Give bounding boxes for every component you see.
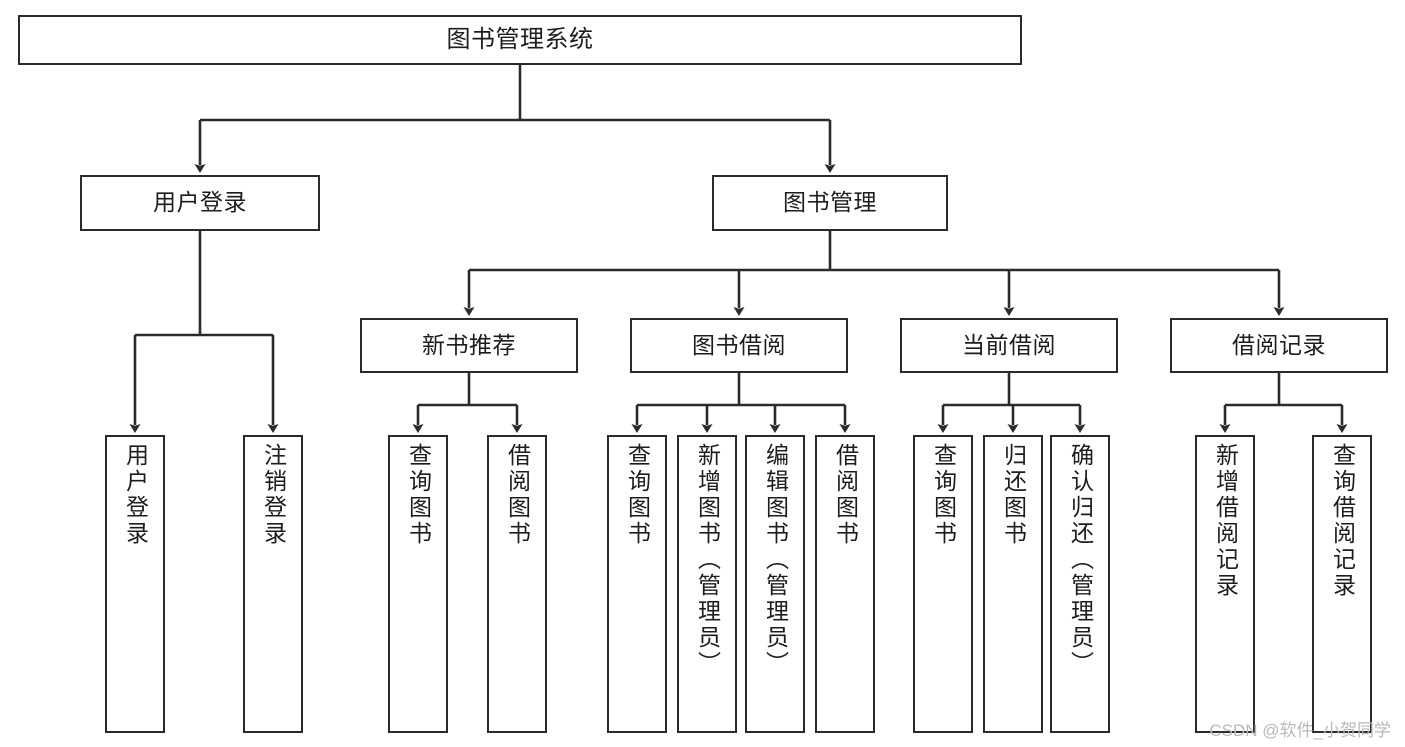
node-user-login[interactable]: 用户登录 [80, 175, 320, 231]
node-label: 编辑图书（管理员） [762, 443, 789, 677]
node-leaf-confirm-return[interactable]: 确认归还（管理员） [1050, 435, 1110, 733]
node-label: 确认归还（管理员） [1067, 443, 1094, 677]
node-label: 新书推荐 [422, 331, 516, 358]
node-leaf-query-book-2[interactable]: 查询图书 [607, 435, 667, 733]
node-leaf-edit-book[interactable]: 编辑图书（管理员） [745, 435, 805, 733]
node-leaf-borrow-book-1[interactable]: 借阅图书 [487, 435, 547, 733]
node-leaf-query-book-1[interactable]: 查询图书 [388, 435, 448, 733]
node-label: 查询图书 [405, 443, 432, 547]
node-current-borrow[interactable]: 当前借阅 [900, 318, 1118, 373]
node-label: 查询图书 [624, 443, 651, 547]
node-book-borrow[interactable]: 图书借阅 [630, 318, 848, 373]
node-leaf-query-record[interactable]: 查询借阅记录 [1312, 435, 1372, 733]
watermark-text: CSDN @软件_小贺同学 [1209, 721, 1391, 740]
node-leaf-add-book[interactable]: 新增图书（管理员） [677, 435, 737, 733]
node-leaf-logout[interactable]: 注销登录 [243, 435, 303, 733]
node-new-book-recommend[interactable]: 新书推荐 [360, 318, 578, 373]
node-label: 注销登录 [260, 443, 287, 547]
node-label: 用户登录 [122, 443, 149, 547]
node-label: 借阅记录 [1232, 331, 1326, 358]
node-label: 查询图书 [930, 443, 957, 547]
node-label: 新增图书（管理员） [694, 443, 721, 677]
node-label: 图书借阅 [692, 331, 786, 358]
node-leaf-user-login[interactable]: 用户登录 [105, 435, 165, 733]
node-leaf-return-book[interactable]: 归还图书 [983, 435, 1043, 733]
node-book-manage[interactable]: 图书管理 [712, 175, 948, 231]
node-root-book-management-system[interactable]: 图书管理系统 [18, 15, 1022, 65]
node-label: 图书管理系统 [446, 25, 594, 53]
node-label: 查询借阅记录 [1329, 443, 1356, 599]
node-leaf-query-book-3[interactable]: 查询图书 [913, 435, 973, 733]
node-borrow-record[interactable]: 借阅记录 [1170, 318, 1388, 373]
node-label: 当前借阅 [962, 331, 1056, 358]
node-label: 借阅图书 [504, 443, 531, 547]
node-label: 用户登录 [153, 189, 247, 216]
node-label: 归还图书 [1000, 443, 1027, 547]
node-label: 新增借阅记录 [1212, 443, 1239, 599]
node-label: 图书管理 [783, 189, 877, 216]
node-leaf-borrow-book-2[interactable]: 借阅图书 [815, 435, 875, 733]
node-label: 借阅图书 [832, 443, 859, 547]
node-leaf-add-record[interactable]: 新增借阅记录 [1195, 435, 1255, 733]
